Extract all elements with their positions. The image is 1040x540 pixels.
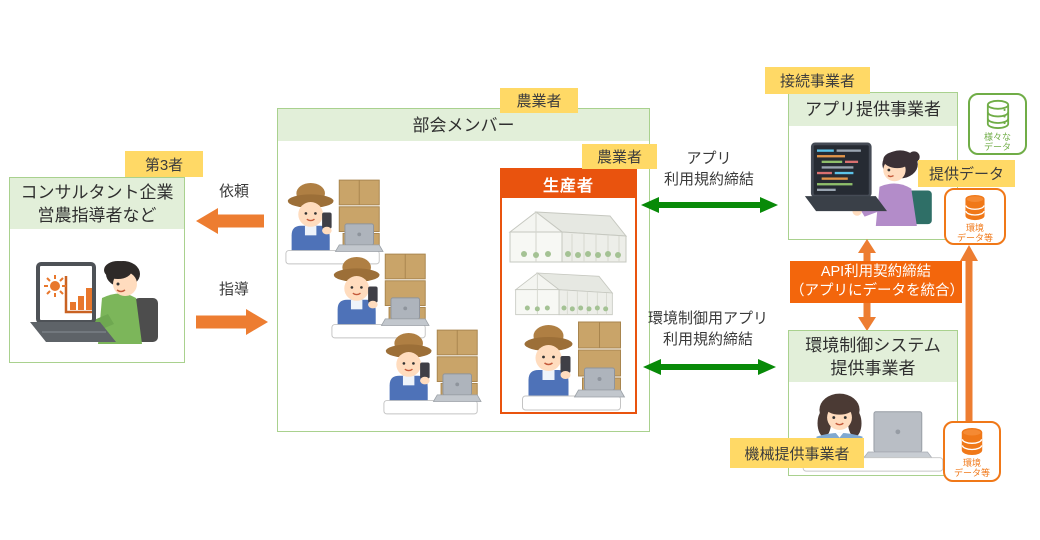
env-data-label: 環境 データ等 <box>956 223 993 243</box>
database-icon <box>961 428 983 455</box>
api-contract-label: API利用契約締結 （アプリにデータを統合） <box>790 261 964 303</box>
greenhouse-illustration <box>506 268 622 318</box>
farmer-tag-group: 農業者 <box>500 88 578 113</box>
app-terms-arrow-icon <box>641 196 778 214</box>
consultant-illustration <box>22 240 172 358</box>
farmer-illustration <box>382 326 482 418</box>
coder-illustration <box>803 131 943 237</box>
app-terms-label: アプリ 利用規約締結 <box>663 150 754 188</box>
env-data-flow-arrow-icon <box>959 245 979 421</box>
database-icon <box>965 194 985 221</box>
farmer-illustration <box>517 320 629 412</box>
farmer-illustration <box>284 176 384 268</box>
guidance-label: 指導 <box>218 281 249 298</box>
database-icon <box>986 99 1009 129</box>
env-data-box-top: 環境 データ等 <box>944 188 1006 245</box>
env-terms-arrow-icon <box>643 358 776 376</box>
various-data-label: 様々な データ <box>983 132 1011 152</box>
group-title: 部会メンバー <box>278 109 649 141</box>
env-data-label: 環境 データ等 <box>953 458 990 478</box>
connect-provider-tag: 接続事業者 <box>765 67 870 94</box>
various-data-box: 様々な データ <box>968 93 1027 155</box>
greenhouse-illustration <box>506 206 630 266</box>
third-party-tag: 第3者 <box>125 151 203 177</box>
system-provider-title: 環境制御システム 提供事業者 <box>789 331 957 382</box>
app-provider-title: アプリ提供事業者 <box>789 93 957 126</box>
guidance-arrow-icon <box>196 307 268 337</box>
third-party-box: コンサルタント企業 営農指導者など <box>9 177 185 363</box>
farmer-tag-producer: 農業者 <box>582 144 657 169</box>
env-terms-label: 環境制御用アプリ 利用規約締結 <box>647 310 768 348</box>
third-party-title: コンサルタント企業 営農指導者など <box>10 178 184 229</box>
machine-provider-tag: 機械提供事業者 <box>730 438 864 468</box>
env-data-box-bottom: 環境 データ等 <box>943 421 1001 482</box>
farmer-illustration <box>330 250 430 342</box>
request-arrow-icon <box>196 207 264 235</box>
producer-title: 生産者 <box>502 170 635 198</box>
request-label: 依頼 <box>218 183 249 200</box>
provided-data-tag: 提供データ <box>918 160 1015 187</box>
